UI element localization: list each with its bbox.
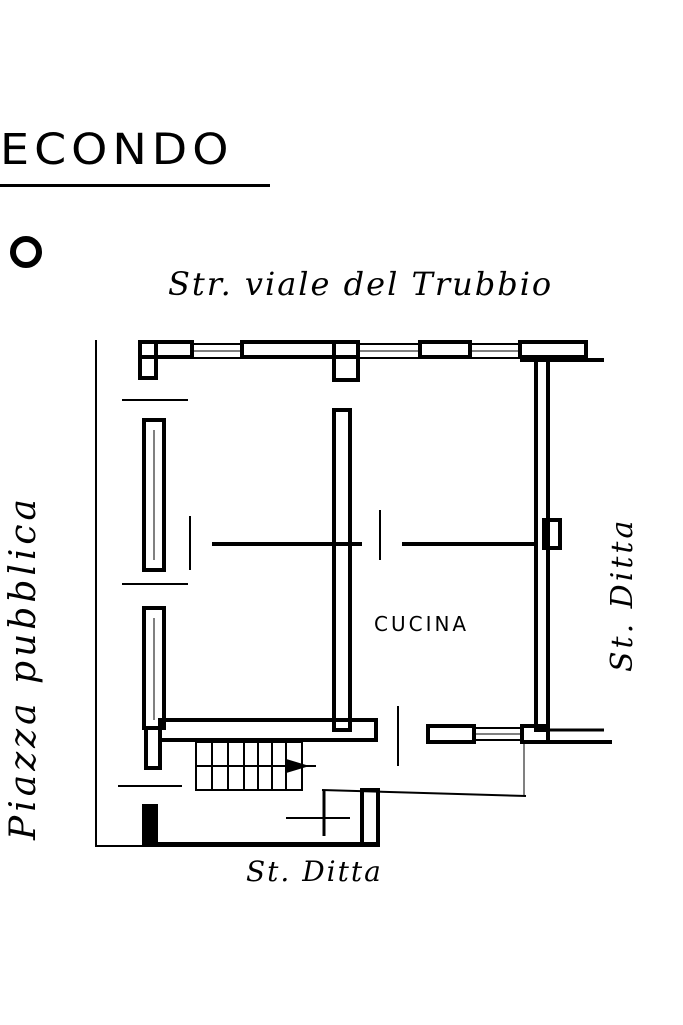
floor-marker-circle <box>10 236 42 268</box>
plot-boundary <box>95 340 380 847</box>
top-wall <box>138 340 604 382</box>
street-label-right: St. Ditta <box>605 517 640 672</box>
bottom-room <box>156 742 527 846</box>
room-label-kitchen: CUCINA <box>374 612 470 636</box>
interior-walls <box>158 358 612 744</box>
street-label-top: Str. viale del Trubbio <box>168 265 554 303</box>
page-title: ECONDO <box>0 124 234 174</box>
left-wall <box>118 399 188 846</box>
street-label-bottom: St. Ditta <box>246 855 383 888</box>
title-underline <box>0 184 270 187</box>
beams <box>189 510 536 766</box>
staircase <box>195 741 316 791</box>
street-label-left: Piazza pubblica <box>3 494 44 840</box>
